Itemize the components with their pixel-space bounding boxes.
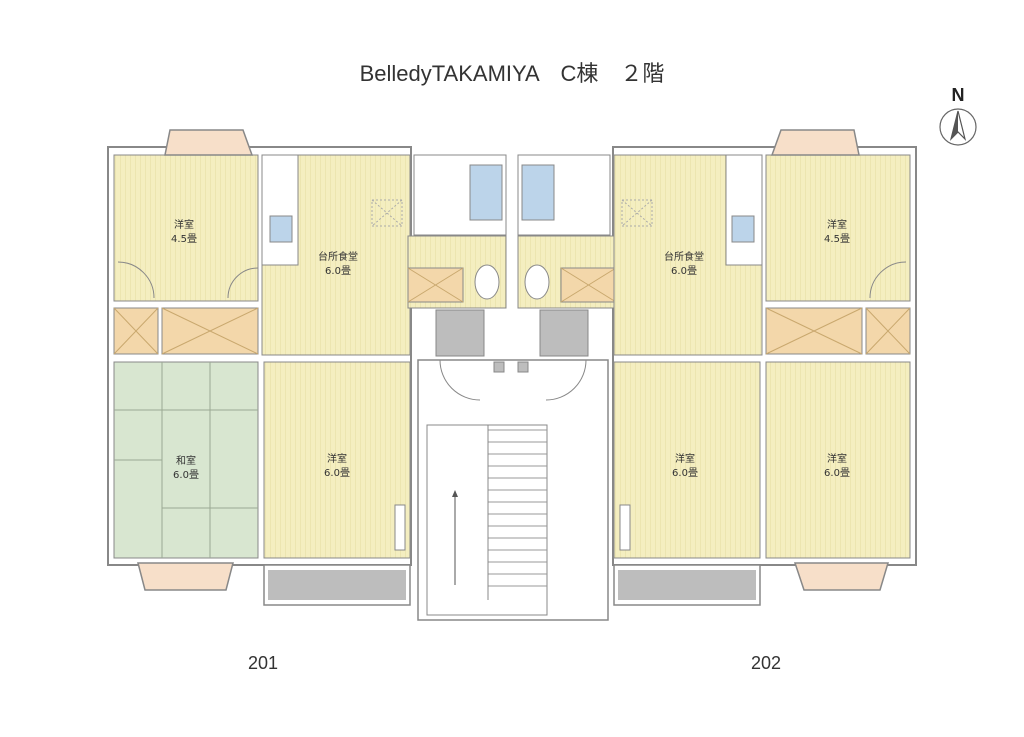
room-202-western-mid (613, 361, 761, 559)
label-202-western-top-size: 4.5畳 (824, 233, 850, 245)
plan-title: BelledyTAKAMIYA C棟 ２階 (359, 61, 665, 86)
bay-window-201-top (164, 129, 254, 156)
unit-number-202: 202 (751, 653, 782, 673)
bay-window-201-bottom (137, 562, 234, 591)
door-swing-201-b (227, 267, 259, 299)
label-202-western-top-name: 洋室 (827, 218, 847, 231)
kitchen-counter-201 (261, 154, 299, 266)
label-202-western-right-size: 6.0畳 (824, 467, 850, 479)
north-arrow: N (939, 85, 977, 146)
bathtub-201 (469, 164, 503, 221)
room-201-western-bottom (263, 361, 411, 559)
label-201-dining-name: 台所食堂 (318, 250, 358, 263)
stair-steps (487, 425, 547, 600)
room-labels: 洋室 4.5畳 台所食堂 6.0畳 和室 6.0畳 洋室 6.0畳 台所食堂 6… (171, 218, 850, 481)
label-202-western-mid-size: 6.0畳 (672, 467, 698, 479)
label-201-western-top-name: 洋室 (174, 218, 194, 231)
bay-window-202-top (770, 129, 860, 156)
label-201-western-top-size: 4.5畳 (171, 233, 197, 245)
room-202-western-top (765, 154, 911, 302)
unit-202-outer-wall (612, 146, 917, 566)
entrance-201 (435, 309, 485, 357)
unit-202 (517, 129, 917, 606)
door-swing-201-entry (439, 359, 481, 401)
toilet-202 (524, 264, 550, 300)
bathtub-202 (521, 164, 555, 221)
label-201-japanese-name: 和室 (176, 454, 196, 467)
sink-202 (731, 215, 755, 243)
kitchen-counter-202 (725, 154, 763, 266)
north-label: N (952, 85, 965, 105)
compass-icon (939, 108, 977, 146)
door-swing-202-a (869, 261, 907, 299)
label-201-dining-size: 6.0畳 (325, 265, 351, 277)
door-swing-202-entry (545, 359, 587, 401)
entrance-202 (539, 309, 589, 357)
label-202-dining-name: 台所食堂 (664, 250, 704, 263)
room-201-western-top (113, 154, 259, 302)
toilet-201 (474, 264, 500, 300)
unit-201 (107, 129, 507, 606)
label-201-japanese-size: 6.0畳 (173, 469, 199, 481)
room-202-western-right (765, 361, 911, 559)
label-201-western-bottom-size: 6.0畳 (324, 467, 350, 479)
sink-201 (269, 215, 293, 243)
bay-window-202-bottom (793, 562, 890, 591)
label-201-western-bottom-name: 洋室 (327, 452, 347, 465)
label-202-western-mid-name: 洋室 (675, 452, 695, 465)
stairwell (417, 359, 609, 621)
label-202-dining-size: 6.0畳 (671, 265, 697, 277)
door-swing-201-a (117, 261, 155, 299)
label-202-western-right-name: 洋室 (827, 452, 847, 465)
unit-number-201: 201 (248, 653, 279, 673)
unit-201-outer-wall (107, 146, 412, 566)
